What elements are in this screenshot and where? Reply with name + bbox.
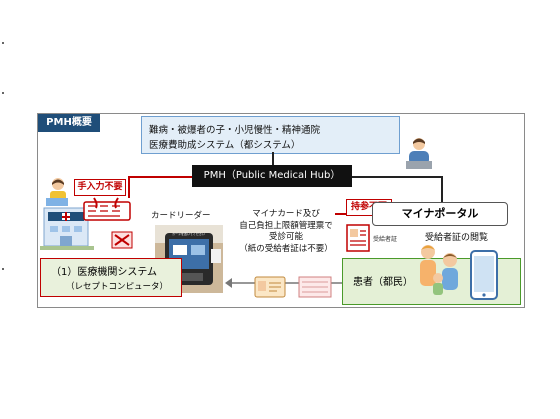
smartphone-icon — [470, 250, 498, 300]
recipient-view-label: 受給者証の閲覧 — [425, 233, 489, 243]
hub-line-right — [352, 176, 442, 178]
system-line-1: 難病・被爆者の子・小児慢性・精神通院 — [149, 125, 321, 136]
hub-line-left — [128, 176, 192, 178]
scan-mark — [2, 92, 4, 94]
card-reader-screen-text: カードを置いてください — [172, 232, 205, 236]
mynacard-line-1: マイナカード及び — [252, 209, 320, 219]
system-line-2: 医療費助成システム（都システム） — [149, 140, 301, 151]
mynacard-line-4: （紙の受給者証は不要） — [239, 243, 333, 254]
medical-institution-box: （1）医療機関システム （レセプトコンピュータ） — [40, 258, 182, 297]
mynacard-line-3: 受診可能 — [268, 232, 303, 242]
medical-system-subtitle: （レセプトコンピュータ） — [66, 282, 169, 292]
frame-title: PMH概要 — [38, 114, 100, 132]
mynacard-note: マイナカード及び 自己負担上限額管理票で 受診可能 （紙の受給者証は不要） — [236, 209, 336, 255]
scan-mark — [2, 268, 4, 270]
recipient-certificate-label: 受給者証 — [373, 236, 398, 243]
management-sheet-icon — [298, 276, 332, 298]
crossed-card-icon — [111, 231, 133, 249]
hub-line-left-down — [128, 176, 130, 198]
patient-label: 患者（都民） — [353, 277, 413, 288]
pmh-hub: PMH（Public Medical Hub） — [192, 165, 352, 187]
operator-icon — [406, 138, 432, 169]
portal-line-down — [441, 176, 443, 203]
keyboard-hands-icon — [83, 197, 131, 221]
mynacard-line-2: 自己負担上限額管理票で — [239, 220, 333, 231]
hospital-icon — [40, 178, 94, 250]
no-manual-input-tag: 手入力不要 — [74, 179, 126, 196]
family-icon — [420, 245, 458, 295]
tokyo-system-box: 難病・被爆者の子・小児慢性・精神通院 医療費助成システム（都システム） — [141, 116, 400, 154]
medical-system-title: （1）医療機関システム — [51, 267, 158, 278]
scan-mark — [2, 42, 4, 44]
hub-system-line — [272, 152, 274, 165]
myna-portal-box: マイナポータル — [372, 202, 508, 226]
recipient-certificate-icon — [346, 224, 370, 252]
card-reader-label: カードリーダー — [151, 211, 211, 221]
mynacard-icon — [254, 276, 286, 298]
